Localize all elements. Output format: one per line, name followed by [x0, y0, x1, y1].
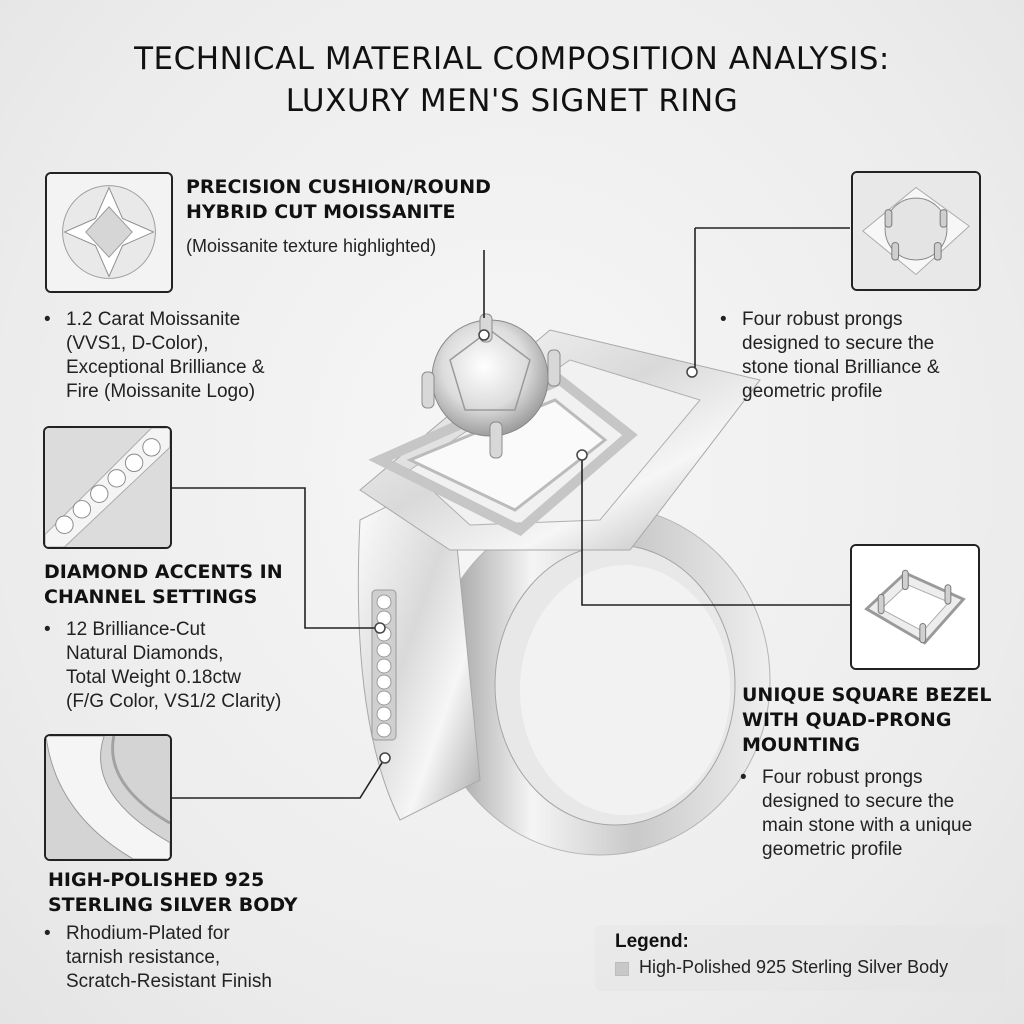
- bullet-icon: •: [44, 619, 51, 640]
- bullet-icon: •: [44, 923, 51, 944]
- bullet-icon: •: [740, 767, 747, 788]
- bezel-thumbnail: [850, 544, 980, 670]
- title-line-1: TECHNICAL MATERIAL COMPOSITION ANALYSIS:: [134, 41, 890, 77]
- moissanite-heading: PRECISION CUSHION/ROUND HYBRID CUT MOISS…: [186, 176, 491, 223]
- title-line-2: LUXURY MEN'S SIGNET RING: [285, 83, 739, 119]
- square-bezel-icon: [852, 546, 978, 668]
- moissanite-thumbnail: [45, 172, 173, 293]
- ring-illustration: [357, 313, 771, 856]
- diamond-channel-thumbnail: [43, 426, 172, 549]
- legend-item: High-Polished 925 Sterling Silver Body: [639, 957, 949, 977]
- silver-body-thumbnail: [44, 734, 172, 861]
- channel-diamonds-icon: [45, 428, 170, 547]
- silver-heading: HIGH-POLISHED 925 STERLING SILVER BODY: [48, 869, 298, 916]
- prongs-bullet: • Four robust prongs designed to secure …: [720, 309, 940, 402]
- moissanite-note: (Moissanite texture highlighted): [186, 236, 437, 256]
- bezel-heading: UNIQUE SQUARE BEZEL WITH QUAD-PRONG MOUN…: [742, 684, 992, 756]
- bezel-bullet: • Four robust prongs designed to secure …: [740, 767, 973, 860]
- legend-title: Legend:: [615, 931, 689, 952]
- page-title: TECHNICAL MATERIAL COMPOSITION ANALYSIS:…: [0, 38, 1024, 122]
- gem-icon: [47, 174, 171, 291]
- prong-icon: [853, 173, 979, 289]
- prong-setting-thumbnail: [851, 171, 981, 291]
- bullet-icon: •: [44, 309, 51, 330]
- moissanite-bullet: • 1.2 Carat Moissanite (VVS1, D-Color), …: [44, 309, 265, 402]
- legend: Legend: High-Polished 925 Sterling Silve…: [595, 925, 1005, 991]
- diamonds-heading: DIAMOND ACCENTS IN CHANNEL SETTINGS: [44, 561, 283, 608]
- diamonds-bullet: • 12 Brilliance-Cut Natural Diamonds, To…: [44, 619, 282, 712]
- silver-bullet: • Rhodium-Plated for tarnish resistance,…: [44, 923, 272, 992]
- polished-metal-icon: [46, 736, 170, 859]
- legend-swatch: [615, 962, 629, 976]
- bullet-icon: •: [720, 309, 727, 330]
